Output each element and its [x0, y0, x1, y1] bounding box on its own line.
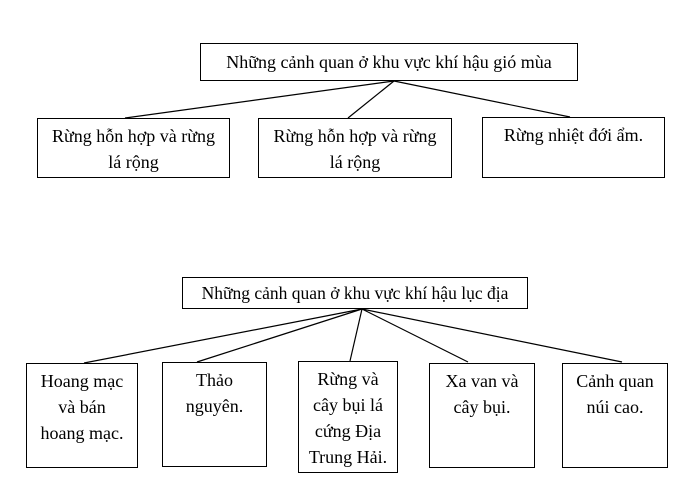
connector-line-continental-5: [361, 308, 623, 363]
continental-child-label-5: Cảnh quan núi cao.: [576, 371, 654, 417]
connector-line-continental-3: [349, 308, 363, 362]
monsoon-child-box-3: Rừng nhiệt đới ẩm.: [482, 117, 665, 178]
monsoon-root-box: Những cảnh quan ở khu vực khí hậu gió mù…: [200, 43, 578, 81]
monsoon-child-label-2: Rừng hỗn hợp và rừng lá rộng: [273, 126, 437, 172]
continental-child-label-4: Xa van và cây bụi.: [445, 371, 519, 417]
continental-child-box-2: Thảo nguyên.: [162, 362, 267, 467]
connector-line-continental-1: [83, 308, 363, 364]
connector-line-monsoon-1: [124, 80, 395, 119]
connector-line-monsoon-3: [393, 80, 571, 118]
connector-line-continental-2: [196, 308, 363, 363]
monsoon-child-box-1: Rừng hỗn hợp và rừng lá rộng: [37, 118, 230, 178]
continental-child-box-4: Xa van và cây bụi.: [429, 363, 535, 468]
continental-child-box-3: Rừng và cây bụi lá cứng Địa Trung Hải.: [298, 361, 398, 473]
monsoon-child-box-2: Rừng hỗn hợp và rừng lá rộng: [258, 118, 452, 178]
connector-line-monsoon-2: [347, 80, 395, 119]
continental-child-label-2: Thảo nguyên.: [185, 370, 244, 416]
continental-child-label-1: Hoang mạc và bán hoang mạc.: [40, 371, 124, 443]
continental-child-box-5: Cảnh quan núi cao.: [562, 363, 668, 468]
continental-root-label: Những cảnh quan ở khu vực khí hậu lục đị…: [201, 283, 509, 303]
monsoon-child-label-1: Rừng hỗn hợp và rừng lá rộng: [51, 126, 216, 172]
continental-child-box-1: Hoang mạc và bán hoang mạc.: [26, 363, 138, 468]
continental-child-label-3: Rừng và cây bụi lá cứng Địa Trung Hải.: [308, 369, 388, 467]
connector-line-continental-4: [361, 308, 469, 363]
continental-root-box: Những cảnh quan ở khu vực khí hậu lục đị…: [182, 277, 528, 309]
monsoon-root-label: Những cảnh quan ở khu vực khí hậu gió mù…: [226, 52, 552, 72]
monsoon-child-label-3: Rừng nhiệt đới ẩm.: [503, 125, 644, 145]
